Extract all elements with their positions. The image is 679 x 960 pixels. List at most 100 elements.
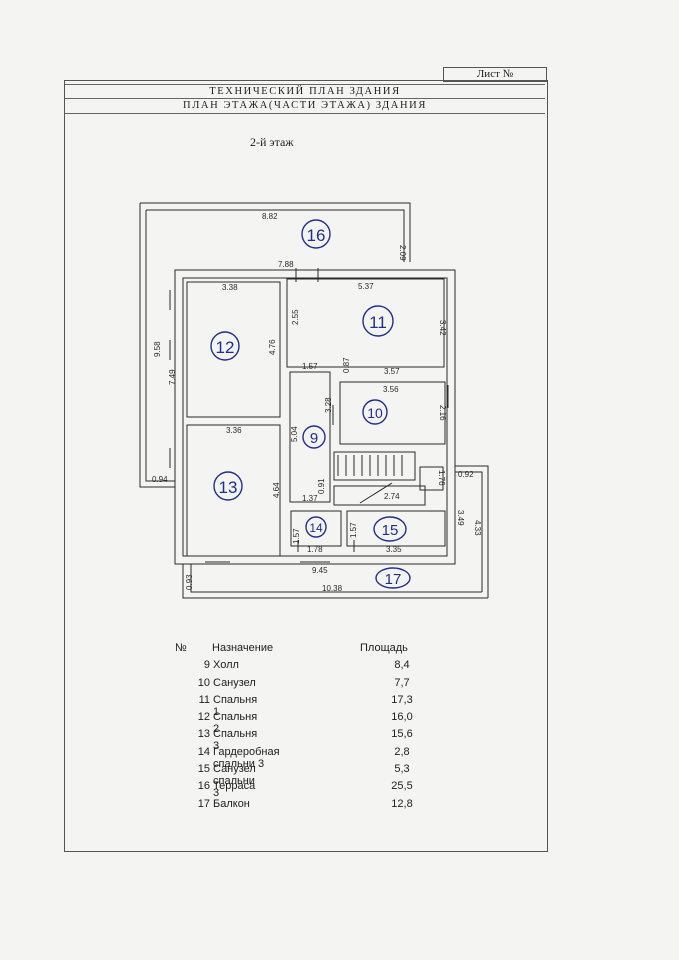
room-mark-12: 12 — [216, 338, 235, 357]
dim-stair-label: 2.74 — [384, 492, 400, 501]
legend-header-name: Назначение — [212, 642, 274, 654]
room-mark-12-circle — [210, 331, 240, 361]
room-mark-10: 10 — [367, 405, 383, 421]
dim-terrace-inner: 7.88 — [278, 260, 294, 269]
dim-r10-top: 3.56 — [383, 385, 399, 394]
legend-name: Спальня 1 — [213, 693, 258, 718]
dim-r15-bottom: 3.35 — [386, 545, 402, 554]
dim-balcony-length: 10.38 — [322, 584, 343, 593]
balcony-inner-line — [190, 564, 482, 593]
dim-r14-side: 1.57 — [292, 528, 301, 544]
sheet-number-box: Лист № — [443, 67, 547, 82]
dim-r9-top: 1.57 — [302, 362, 318, 371]
dim-r10-right: 2.16 — [438, 405, 447, 421]
dim-r10-left: 3.28 — [324, 397, 333, 413]
room-mark-17: 17 — [385, 571, 402, 588]
room-10-outline — [339, 381, 446, 445]
legend-name: Терраса — [213, 780, 256, 793]
building-inner-outline — [182, 277, 448, 557]
dim-r13-top: 3.36 — [226, 426, 242, 435]
room-mark-17-circle — [375, 567, 411, 589]
terrace-outline — [140, 202, 411, 262]
room-mark-16: 16 — [307, 226, 326, 245]
floor-title: 2-й этаж — [250, 135, 294, 149]
shaft-outline — [419, 466, 444, 491]
dim-right-top: 0.92 — [458, 470, 474, 479]
dim-r12-top: 3.38 — [222, 283, 238, 292]
room-14-outline — [290, 510, 342, 547]
legend-num: 17 — [197, 797, 210, 810]
door-window-marks — [169, 268, 449, 563]
dim-terrace-top: 8.82 — [262, 212, 278, 221]
legend-name: Балкон — [213, 797, 250, 810]
stair-arrow — [359, 482, 393, 504]
left-inner-wall — [145, 210, 175, 482]
room-11-outline — [286, 278, 445, 368]
dim-balcony-height: 0.93 — [185, 574, 194, 590]
document-title: ТЕХНИЧЕСКИЙ ПЛАН ЗДАНИЯ — [209, 86, 401, 97]
legend-name: Холл — [213, 659, 239, 672]
legend-name: Гардеробная спальни 3 — [213, 745, 280, 770]
dim-r11-left: 2.55 — [291, 309, 300, 325]
stair-landing-outline — [333, 485, 426, 506]
legend-header-num: № — [175, 642, 187, 654]
legend-header-area: Площадь — [360, 642, 408, 654]
document-subtitle: ПЛАН ЭТАЖА(ЧАСТИ ЭТАЖА) ЗДАНИЯ — [183, 100, 427, 111]
dim-r11-bottom: 3.57 — [384, 367, 400, 376]
room-9-outline — [289, 371, 331, 503]
dim-terrace-right: 2.09 — [398, 245, 407, 261]
dim-left-outer: 9.58 — [153, 341, 162, 357]
dim-r11-right: 3.42 — [438, 320, 447, 336]
dim-balcony-inner: 9.45 — [312, 566, 328, 575]
legend-num: 15 — [197, 763, 210, 776]
room-mark-11-circle — [362, 305, 394, 337]
legend-area: 5,3 — [394, 763, 410, 776]
sheet-number-label: Лист № — [476, 68, 514, 80]
legend-area: 25,5 — [391, 780, 413, 793]
staircase-outline — [333, 451, 416, 481]
dim-r9-bottom: 1.37 — [302, 494, 318, 503]
dim-r13-side: 4.64 — [272, 482, 281, 498]
room-mark-11: 11 — [369, 313, 387, 332]
legend-num: 10 — [197, 676, 210, 689]
legend-num: 9 — [203, 659, 210, 672]
header-rule-top — [65, 84, 545, 85]
right-extension-inner — [455, 471, 483, 592]
legend-area: 17,3 — [391, 693, 413, 706]
room-mark-9: 9 — [310, 430, 318, 447]
legend-name: Санузел — [213, 676, 256, 689]
legend-num: 14 — [197, 745, 210, 758]
legend-name: Спальня 2 — [213, 711, 258, 736]
document-frame — [64, 80, 548, 852]
header-rule-bottom — [65, 113, 545, 114]
legend-name: Санузел спальни 3 — [213, 763, 256, 800]
right-extension-outer — [455, 465, 489, 598]
dim-r9-side: 5.04 — [290, 426, 299, 442]
header-rule-mid — [65, 98, 545, 99]
legend-num: 13 — [197, 728, 210, 741]
room-mark-9-circle — [302, 425, 326, 449]
room-mark-10-circle — [362, 399, 388, 425]
legend-num: 12 — [197, 711, 210, 724]
room-mark-15: 15 — [382, 522, 399, 539]
dim-left-bottom: 0.94 — [152, 475, 168, 484]
room-mark-14-circle — [305, 516, 327, 538]
room-13-outline — [186, 424, 281, 557]
legend-area: 15,6 — [391, 728, 413, 741]
stair-treads — [337, 455, 403, 476]
dim-stair-width: 1.76 — [437, 470, 446, 486]
balcony-outline — [182, 564, 488, 599]
room-mark-16-circle — [301, 219, 331, 249]
legend-area: 16,0 — [391, 711, 413, 724]
dim-r12-side: 4.76 — [268, 339, 277, 355]
room-mark-15-circle — [373, 516, 407, 542]
legend-area: 7,7 — [394, 676, 410, 689]
legend-area: 8,4 — [394, 659, 410, 672]
room-mark-13-circle — [213, 471, 243, 501]
dim-left-inner: 7.49 — [168, 369, 177, 385]
dim-right-a: 3.49 — [456, 510, 465, 526]
room-mark-13: 13 — [219, 478, 238, 497]
terrace-inner-line — [146, 209, 405, 262]
room-mark-14: 14 — [309, 521, 323, 535]
